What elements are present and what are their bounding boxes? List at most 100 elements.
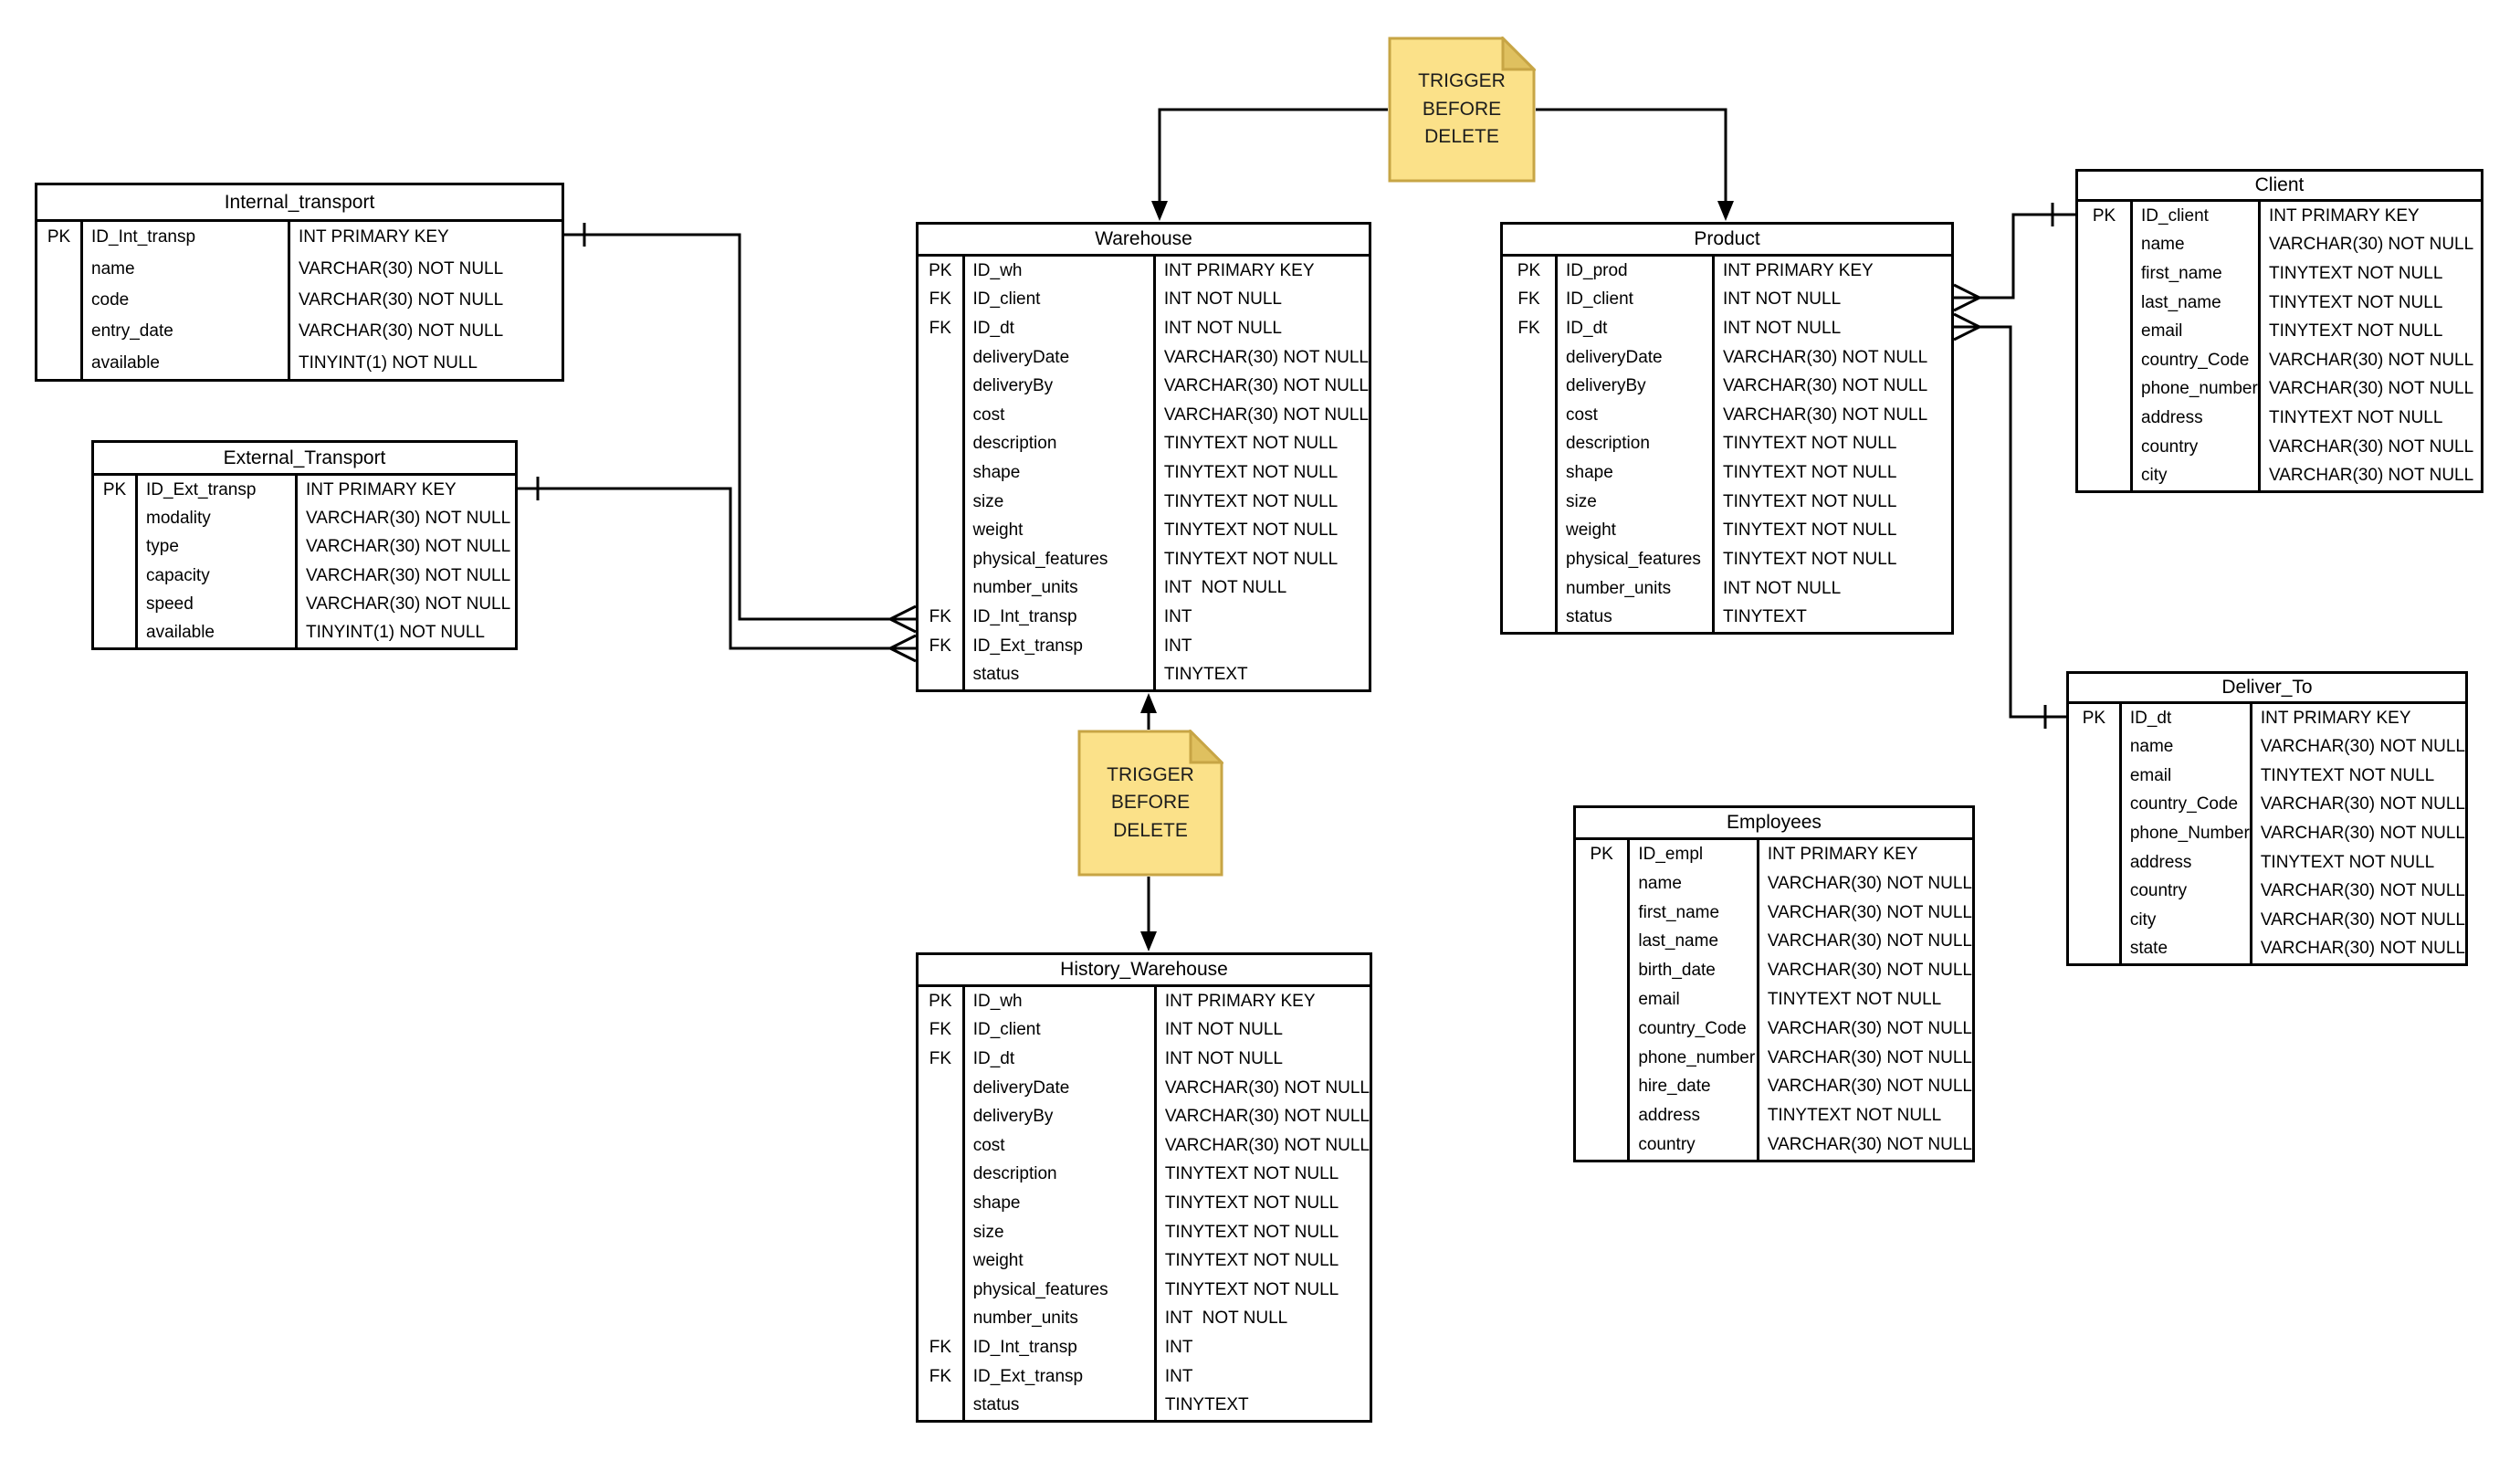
field-type-cell: INT NOT NULL — [1723, 319, 1842, 339]
field-type-cell: VARCHAR(30) NOT NULL — [2260, 737, 2465, 757]
relationship-internal-transport-warehouse — [564, 223, 917, 634]
crow-foot-icon — [1953, 312, 1980, 342]
field-key-cell — [1503, 343, 1555, 373]
entity-title: History_Warehouse — [919, 955, 1370, 987]
field-type-cell: VARCHAR(30) NOT NULL — [1723, 347, 1928, 367]
field-type-cell: TINYTEXT NOT NULL — [2260, 765, 2435, 785]
field-key-cell — [37, 285, 80, 316]
field-key-cell — [1576, 1073, 1627, 1102]
field-name-cell: deliveryDate — [1566, 347, 1663, 367]
field-key-cell — [919, 545, 962, 574]
field-type-cell: INT NOT NULL — [1163, 578, 1287, 598]
note-fold-icon — [1501, 37, 1536, 71]
key-column: PK — [2078, 202, 2130, 490]
field-type-cell: VARCHAR(30) NOT NULL — [1767, 1047, 1972, 1067]
field-type-cell: TINYTEXT NOT NULL — [1164, 1164, 1339, 1184]
field-key-cell — [1576, 1014, 1627, 1044]
field-type-cell: TINYINT(1) NOT NULL — [299, 352, 478, 373]
field-name-cell: deliveryBy — [972, 376, 1054, 396]
entity-title: Product — [1503, 225, 1951, 257]
field-key-cell — [2069, 877, 2119, 906]
field-name-cell: weight — [972, 520, 1024, 541]
field-key-cell — [919, 1074, 962, 1103]
field-name-cell: first_name — [2141, 263, 2222, 283]
field-type-cell: VARCHAR(30) NOT NULL — [2269, 350, 2474, 370]
field-type-cell: TINYTEXT NOT NULL — [1723, 549, 1897, 569]
field-key-cell — [2078, 375, 2130, 405]
field-type-cell: VARCHAR(30) NOT NULL — [1163, 376, 1369, 396]
field-key-cell — [919, 1218, 962, 1247]
field-type-cell: INT PRIMARY KEY — [2269, 205, 2420, 226]
field-type-cell: VARCHAR(30) NOT NULL — [306, 565, 511, 585]
field-key-cell — [1576, 956, 1627, 985]
field-type-cell: INT NOT NULL — [1723, 289, 1842, 310]
field-key-cell: PK — [1590, 844, 1613, 864]
crow-foot-icon — [889, 634, 917, 663]
field-name-cell: name — [91, 258, 135, 279]
crow-foot-icon — [1953, 283, 1980, 312]
field-key-cell — [1576, 927, 1627, 956]
field-key-cell — [1503, 574, 1555, 604]
field-name-cell: country_Code — [1638, 1018, 1747, 1038]
field-name-cell: ID_client — [972, 289, 1041, 310]
field-key-cell — [1576, 1130, 1627, 1160]
field-type-cell: VARCHAR(30) NOT NULL — [1767, 902, 1972, 922]
field-name-cell: birth_date — [1638, 961, 1716, 981]
field-key-cell — [2069, 906, 2119, 935]
field-key-cell — [2069, 819, 2119, 848]
field-key-cell: FK — [1517, 319, 1540, 339]
field-type-cell: VARCHAR(30) NOT NULL — [1767, 1135, 1972, 1155]
field-key-cell — [1576, 985, 1627, 1014]
field-name-cell: ID_Int_transp — [91, 227, 196, 247]
field-type-cell: VARCHAR(30) NOT NULL — [1164, 1135, 1370, 1155]
field-name-cell: ID_client — [2141, 205, 2209, 226]
field-type-cell: TINYTEXT — [1723, 607, 1807, 627]
field-type-cell: VARCHAR(30) NOT NULL — [306, 537, 511, 557]
key-column: PK — [1576, 840, 1627, 1160]
field-key-cell — [94, 619, 135, 647]
field-type-cell: TINYTEXT NOT NULL — [1164, 1251, 1339, 1271]
field-type-cell: TINYTEXT NOT NULL — [1723, 520, 1897, 541]
field-key-cell: PK — [1517, 260, 1541, 280]
arrowhead-down-icon — [1717, 201, 1734, 221]
field-name-cell: ID_Ext_transp — [972, 636, 1083, 656]
field-name-cell: ID_dt — [2129, 708, 2172, 728]
field-type-cell: VARCHAR(30) NOT NULL — [1767, 873, 1972, 893]
field-type-cell: INT PRIMARY KEY — [299, 227, 449, 247]
field-type-cell: VARCHAR(30) NOT NULL — [2260, 824, 2465, 844]
entity-title: Warehouse — [919, 225, 1369, 257]
entity-title: Internal_transport — [37, 185, 562, 222]
connector-trigger-top-to-warehouse — [1151, 108, 1388, 221]
field-type-cell: INT NOT NULL — [1723, 578, 1842, 598]
field-key-cell — [1576, 1044, 1627, 1073]
note-shape-icon — [1388, 37, 1536, 183]
field-type-cell: VARCHAR(30) NOT NULL — [2269, 235, 2474, 255]
field-type-cell: VARCHAR(30) NOT NULL — [2269, 436, 2474, 457]
field-name-cell: city — [2129, 909, 2157, 930]
field-name-cell: last_name — [2141, 292, 2221, 312]
field-name-cell: cost — [972, 1135, 1005, 1155]
field-name-cell: ID_dt — [972, 318, 1014, 338]
field-type-cell: TINYTEXT — [1163, 665, 1248, 685]
field-name-cell: physical_features — [972, 1279, 1108, 1299]
field-key-cell — [2078, 404, 2130, 433]
field-name-cell: available — [146, 623, 215, 643]
note-fold-icon — [1189, 730, 1223, 764]
field-type-cell: TINYTEXT NOT NULL — [1723, 463, 1897, 483]
field-type-cell: INT NOT NULL — [1164, 1048, 1283, 1068]
field-type-cell: TINYTEXT NOT NULL — [2269, 321, 2443, 342]
field-key-cell — [1503, 458, 1555, 488]
field-type-cell: TINYTEXT NOT NULL — [1163, 434, 1339, 454]
field-type-cell: INT NOT NULL — [1164, 1020, 1283, 1040]
field-key-cell — [919, 1189, 962, 1218]
